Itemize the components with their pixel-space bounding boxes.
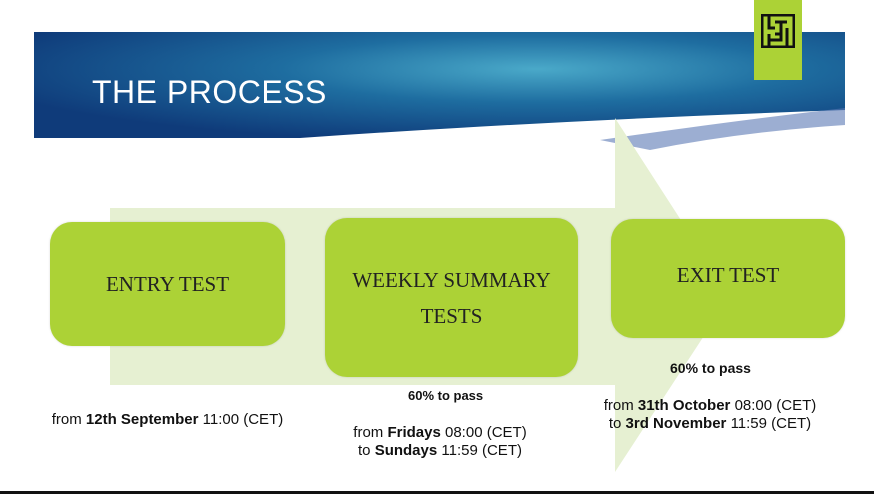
step-label: TESTS xyxy=(420,303,483,328)
banner-swoosh xyxy=(600,108,845,150)
weekly-pass-threshold: 60% to pass xyxy=(408,388,484,403)
step-label: ENTRY TEST xyxy=(105,272,230,296)
page-title: THE PROCESS xyxy=(92,74,327,110)
exit-schedule: from 31th October 08:00 (CET) to 3rd Nov… xyxy=(603,397,817,432)
step-weekly-summary-tests: WEEKLY SUMMARY TESTS xyxy=(325,218,578,377)
step-entry-test: ENTRY TEST xyxy=(50,222,285,346)
step-exit-test: EXIT TEST xyxy=(611,219,845,338)
step-label: WEEKLY SUMMARY xyxy=(352,267,551,292)
exit-pass-threshold: 60% to pass xyxy=(670,360,751,376)
step-label: EXIT TEST xyxy=(676,263,780,287)
entry-schedule: from 12th September 11:00 (CET) xyxy=(51,411,284,428)
logo xyxy=(754,0,802,80)
bottom-divider xyxy=(0,491,874,494)
weekly-schedule: from Fridays 08:00 (CET) to Sundays 11:5… xyxy=(353,424,527,459)
title-banner xyxy=(34,32,845,138)
maze-logo-icon xyxy=(761,14,795,48)
